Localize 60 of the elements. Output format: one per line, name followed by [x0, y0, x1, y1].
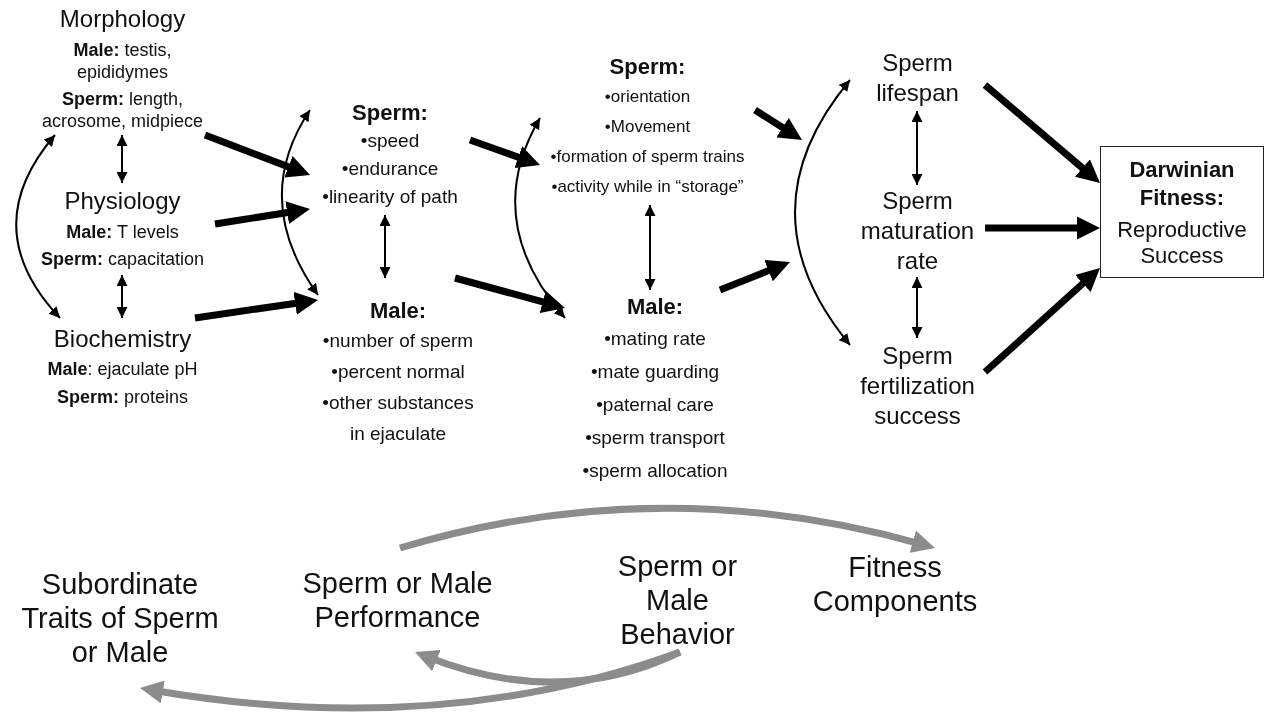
list-heading: Male: [626, 293, 684, 322]
list-heading: Male: [369, 296, 427, 325]
arrow [194, 291, 318, 322]
arrow [399, 504, 936, 554]
result-text: Reproductive Success [1116, 217, 1248, 268]
component-label: Sperm lifespan [875, 48, 960, 108]
bullet-item: •Movement [604, 115, 691, 138]
arrow [139, 648, 682, 712]
arrow [414, 648, 682, 686]
trait-detail: Male: ejaculate pH [47, 359, 198, 381]
trait-heading: Physiology [64, 187, 181, 216]
result-heading: Darwinian Fitness: [1128, 156, 1236, 212]
component-label: Sperm maturation rate [859, 186, 976, 276]
trait-heading: Morphology [59, 5, 186, 35]
bullet-item: •sperm allocation [582, 458, 728, 483]
double-headed-arrow [911, 276, 923, 339]
double-headed-arrow [281, 109, 319, 296]
trait-heading: Biochemistry [53, 324, 192, 354]
component-label: Sperm fertilization success [859, 340, 976, 431]
arrow [753, 107, 802, 140]
bullet-item: •paternal care [596, 392, 714, 417]
bullet-item: •percent normal [331, 360, 465, 385]
double-headed-arrow [644, 204, 656, 291]
arrow [468, 136, 540, 169]
bullet-item: •speed [360, 129, 420, 154]
bullet-item: •linearity of path [322, 185, 458, 210]
arrow [454, 274, 565, 314]
double-headed-arrow [15, 134, 61, 319]
arrow [203, 131, 310, 178]
double-headed-arrow [116, 274, 128, 319]
arrow [982, 82, 1100, 183]
list-heading: Sperm: [609, 53, 686, 82]
arrow [982, 268, 1100, 375]
bullet-item: •mating rate [604, 326, 706, 351]
double-headed-arrow [911, 110, 923, 186]
category-label: Sperm or Male Performance [301, 565, 494, 635]
double-headed-arrow [116, 134, 128, 184]
bullet-item: •orientation [604, 85, 691, 108]
double-headed-arrow [379, 214, 391, 279]
trait-detail: Sperm: capacitation [40, 249, 205, 271]
double-headed-arrow [794, 79, 851, 346]
trait-detail: Sperm: proteins [56, 386, 189, 409]
bullet-item: •endurance [341, 157, 439, 182]
double-headed-arrow [514, 117, 566, 319]
arrow [214, 201, 310, 228]
bullet-item: •other substances in ejaculate [321, 391, 475, 447]
list-heading: Sperm: [352, 98, 428, 127]
bullet-item: •sperm transport [585, 425, 725, 450]
bullet-item: •number of sperm [322, 329, 474, 354]
category-label: Subordinate Traits of Sperm or Male [20, 566, 220, 670]
result-box [1100, 146, 1264, 278]
bullet-item: •activity while in “storage” [551, 175, 744, 198]
trait-detail: Male: testis, epididymes [72, 40, 173, 84]
category-label: Sperm or Male Behavior [616, 548, 739, 652]
trait-detail: Sperm: length, acrosome, midpiece [40, 89, 205, 133]
trait-detail: Male: T levels [66, 221, 179, 244]
bullet-item: •formation of sperm trains [550, 145, 745, 168]
bullet-item: •mate guarding [590, 359, 720, 384]
arrow [718, 259, 790, 294]
category-label: Fitness Components [811, 549, 979, 619]
